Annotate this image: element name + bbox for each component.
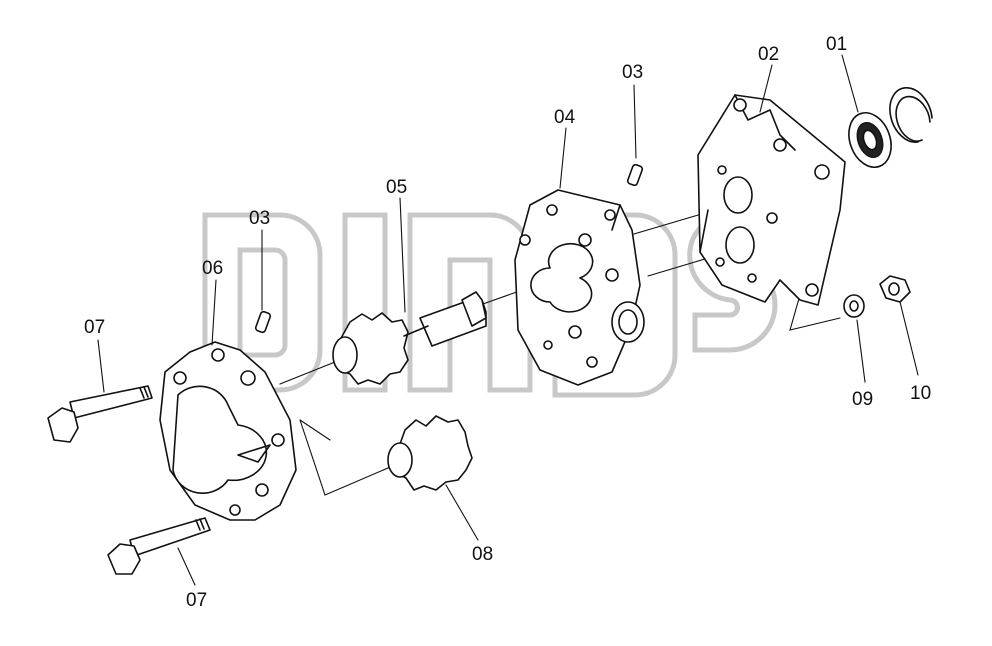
callout-09: 09: [852, 389, 873, 410]
callout-labels: 01 02 03 03 04 05 06 07 07 08 09 10: [84, 34, 931, 611]
dowel-pin-03-lower: [254, 310, 272, 334]
drive-gear-shaft-05: [332, 291, 487, 385]
callout-07-upper: 07: [84, 317, 105, 338]
callout-03-lower: 03: [249, 208, 270, 229]
nut-10: [879, 275, 911, 303]
center-lines: [279, 212, 841, 496]
driven-gear-08: [387, 415, 473, 491]
washer-09: [843, 294, 865, 318]
callout-05: 05: [386, 177, 407, 198]
callout-02: 02: [758, 44, 779, 65]
bearing-01: [848, 112, 892, 168]
front-cover-06: [159, 341, 297, 521]
gear-plate-04: [514, 189, 645, 386]
callout-08: 08: [472, 544, 493, 565]
bolt-07-lower: [107, 517, 211, 575]
bolt-07-upper: [47, 385, 153, 443]
circlip: [889, 87, 933, 143]
callout-06: 06: [202, 258, 223, 279]
rear-housing-02: [697, 94, 846, 306]
callout-01: 01: [826, 34, 847, 55]
leader-lines: [97, 54, 919, 586]
callout-03-upper: 03: [622, 62, 643, 83]
watermark: [202, 212, 778, 398]
callout-07-lower: 07: [186, 590, 207, 611]
callout-10: 10: [910, 383, 931, 404]
dowel-pin-03-upper: [626, 163, 644, 187]
callout-04: 04: [554, 107, 576, 128]
